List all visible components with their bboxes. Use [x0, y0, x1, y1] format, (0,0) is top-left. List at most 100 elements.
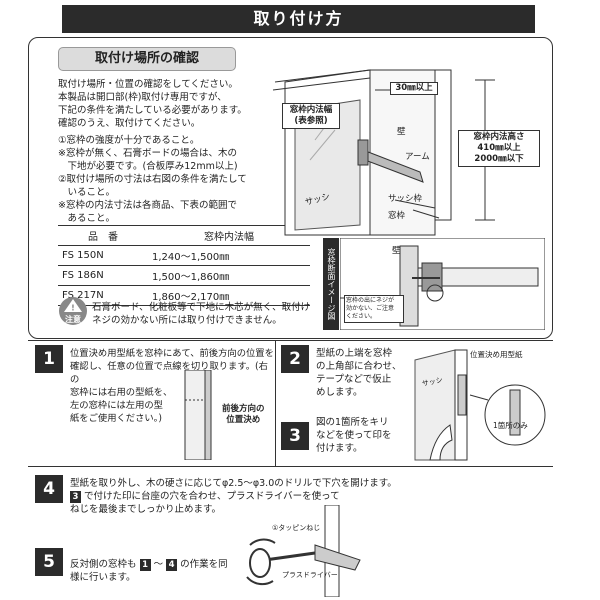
table-header-row: 品 番 窓枠内法幅: [58, 225, 310, 246]
model-cell: FS 186N: [58, 265, 148, 286]
caution-text: 石膏ボード、化粧板等で下地に木芯が無く、取付け ネジの効かない所には取り付けでき…: [92, 301, 322, 327]
step-number-4: 4: [35, 475, 63, 503]
cross-section-wall-label: 壁: [392, 246, 401, 256]
table-header: 窓枠内法幅: [148, 225, 310, 246]
step-4-screw-label: ①タッピンねじ: [272, 524, 321, 532]
divider: [28, 466, 553, 467]
step-3-line: 図の1箇所をキリ: [316, 417, 389, 428]
condition-line: あること。: [58, 213, 116, 224]
height-label-line: 2000㎜以下: [474, 154, 524, 164]
step-1-template-image: [184, 370, 212, 460]
step-ref-1: 1: [139, 559, 151, 571]
divider: [28, 340, 553, 341]
condition-line: ※窓枠の内法寸法は各商品、下表の範囲で: [58, 200, 237, 211]
step-2-3-diagram: [414, 349, 546, 461]
warning-icon: ! 注意: [59, 297, 87, 325]
cross-section-note: 窓枠の出にネジが 効かない、ご注意 ください。: [344, 295, 404, 323]
condition-line: 下地が必要です。(合板厚み12mm以上): [58, 161, 238, 172]
step-number-2: 2: [281, 345, 309, 373]
step-4-line: 型紙を取り外し、木の硬さに応じてφ2.5〜φ3.0のドリルで下穴を開けます。: [70, 478, 397, 489]
step-1-line: 位置決め用型紙を窓枠にあて、前後方向の位置を: [70, 348, 274, 359]
step-1-line: 確認し、任意の位置で点線を切り取ります。(右の: [70, 361, 268, 385]
model-cell: FS 150N: [58, 245, 148, 266]
step-4-diagram: [246, 505, 361, 597]
step-2-text: 型紙の上端を窓枠 の上角部に合わせ、 テープなどで仮止 めします。: [316, 347, 411, 399]
intro-line: 確認のうえ、取付けてください。: [58, 118, 201, 129]
conditions-text: ①窓枠の強度が十分であること。 ※窓枠が無く、石膏ボードの場合は、木の 下地が必…: [58, 134, 318, 225]
condition-line: ②取付け場所の寸法は右図の条件を満たして: [58, 174, 247, 185]
step-5-line-2: 様に行います。: [70, 572, 136, 583]
note-line: 窓枠の出にネジが: [346, 297, 395, 304]
step-2-line: の上角部に合わせ、: [316, 361, 402, 372]
step-2-line: めします。: [316, 387, 363, 398]
step-5-text: 反対側の窓枠も 1 〜 4 の作業を同 様に行います。: [70, 558, 250, 584]
callout-line: 位置決め: [226, 415, 261, 425]
width-label-line: 窓枠内法幅: [289, 105, 333, 115]
wall-label: 壁: [397, 127, 406, 137]
step-number-3: 3: [281, 422, 309, 450]
divider: [275, 340, 276, 466]
caution-badge: ! 注意: [58, 295, 88, 327]
top-clearance-label: 30㎜以上: [390, 82, 438, 95]
step-ref-4: 4: [166, 559, 178, 571]
step-1-line: 左の窓枠には左用の型: [70, 400, 163, 411]
callout-line: 前後方向の: [222, 404, 265, 414]
step-1-text: 位置決め用型紙を窓枠にあて、前後方向の位置を 確認し、任意の位置で点線を切り取り…: [70, 347, 275, 425]
sash-frame-label: サッシ枠: [388, 194, 423, 204]
height-label-line: 窓枠内法高さ: [473, 132, 525, 142]
step-5-text-a: 反対側の窓枠も: [70, 559, 137, 570]
step-3-text: 図の1箇所をキリ などを使って印を 付けます。: [316, 416, 411, 455]
model-table: 品 番 窓枠内法幅 FS 150N 1,240〜1,500㎜ FS 186N 1…: [58, 225, 310, 306]
intro-line: 下記の条件を満たしている必要があります。: [58, 105, 247, 116]
step-5-tilde: 〜: [153, 559, 164, 570]
step-2-callout-bottom: 1箇所のみ: [493, 421, 528, 430]
height-label-line: 410㎜以上: [477, 143, 521, 153]
width-cell: 1,500〜1,860㎜: [148, 265, 310, 286]
height-label: 窓枠内法高さ 410㎜以上 2000㎜以下: [458, 130, 540, 167]
width-label-line: (表参照): [294, 116, 328, 126]
intro-line: 本製品は開口部(枠)取付け専用ですが、: [58, 92, 227, 103]
note-line: 効かない、ご注意: [346, 305, 395, 312]
intro-text: 取付け場所・位置の確認をしてください。 本製品は開口部(枠)取付け専用ですが、 …: [58, 78, 318, 130]
step-3-line: 付けます。: [316, 443, 363, 454]
step-4-line: ねじを最後までしっかり止めます。: [70, 504, 222, 515]
width-cell: 1,240〜1,500㎜: [148, 245, 310, 266]
step-1-line: 窓枠には右用の型紙を、: [70, 387, 173, 398]
window-frame-label: 窓枠: [388, 211, 406, 221]
step-1-line: 紙をご使用ください。): [70, 413, 162, 424]
step-2-line: テープなどで仮止: [316, 374, 392, 385]
step-1-callout: 前後方向の 位置決め: [222, 404, 265, 426]
table-row: FS 150N 1,240〜1,500㎜: [58, 245, 310, 266]
step-3-line: などを使って印を: [316, 430, 392, 441]
step-5-text-b: の作業を同: [180, 559, 228, 570]
intro-line: 取付け場所・位置の確認をしてください。: [58, 79, 238, 90]
width-cell: 1,860〜2,170㎜: [148, 285, 310, 306]
step-2-callout-top: 位置決め用型紙: [470, 350, 523, 359]
page-title: 取り付け方: [62, 5, 535, 33]
step-4-text: 型紙を取り外し、木の硬さに応じてφ2.5〜φ3.0のドリルで下穴を開けます。 3…: [70, 477, 520, 516]
width-label: 窓枠内法幅 (表参照): [282, 103, 340, 129]
svg-text:!: !: [71, 304, 75, 313]
table-row: FS 186N 1,500〜1,860㎜: [58, 265, 310, 286]
table-header: 品 番: [58, 225, 148, 246]
step-ref-3: 3: [70, 491, 81, 503]
condition-line: ①窓枠の強度が十分であること。: [58, 135, 200, 146]
location-check-frame: [28, 37, 553, 339]
step-number-1: 1: [35, 345, 63, 373]
step-number-5: 5: [35, 548, 63, 576]
step-5-line-1: 反対側の窓枠も 1 〜 4 の作業を同: [70, 558, 250, 571]
step-4-line: で付けた印に台座の穴を合わせ、プラスドライバーを使って: [84, 491, 340, 502]
caution-label: 注意: [65, 314, 81, 324]
step-2-line: 型紙の上端を窓枠: [316, 348, 393, 359]
step-4-driver-label: プラスドライバー: [282, 571, 338, 579]
caution-line: ネジの効かない所には取り付けできません。: [92, 315, 282, 326]
cross-section-band: 窓枠断面イメージ図: [323, 238, 339, 330]
note-line: ください。: [346, 313, 377, 320]
step-4-line-2: 3 で付けた印に台座の穴を合わせ、プラスドライバーを使って: [70, 490, 520, 503]
condition-line: いること。: [58, 187, 116, 198]
arm-label: アーム: [405, 152, 430, 162]
caution-line: 石膏ボード、化粧板等で下地に木芯が無く、取付け: [92, 302, 311, 313]
step-number-5-text: 5: [43, 552, 55, 572]
condition-line: ※窓枠が無く、石膏ボードの場合は、木の: [58, 148, 237, 159]
section-title: 取付け場所の確認: [58, 47, 236, 71]
